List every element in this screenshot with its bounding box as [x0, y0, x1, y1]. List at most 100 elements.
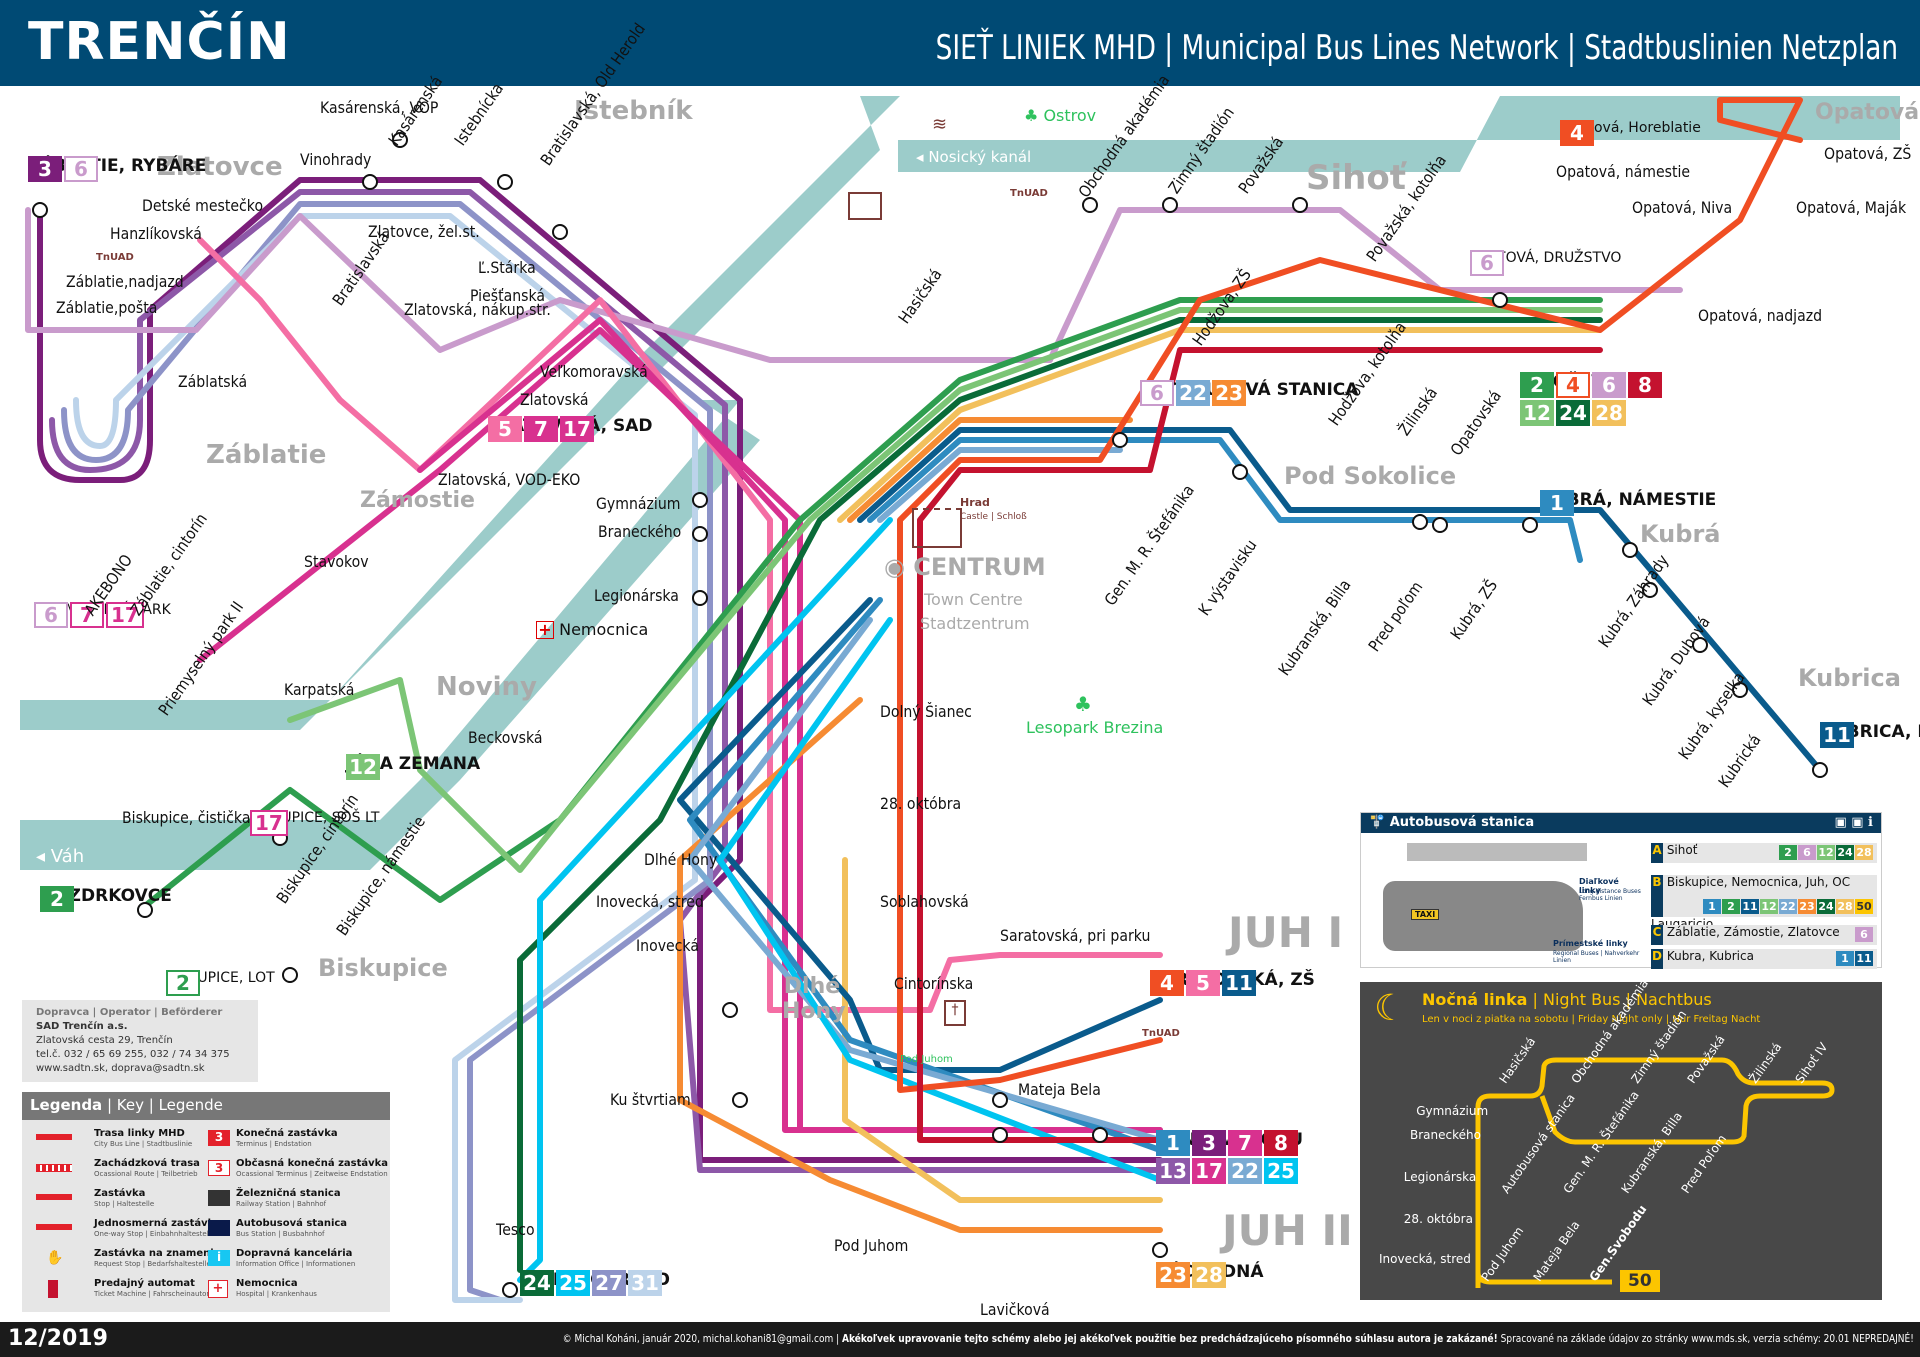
- line-badge-23[interactable]: 23: [1156, 1262, 1190, 1288]
- line-badge-6[interactable]: 6: [34, 602, 68, 628]
- stop-label[interactable]: Legionárska: [594, 586, 679, 605]
- line-badge-50[interactable]: 50: [1855, 899, 1873, 914]
- line-badge-4[interactable]: 4: [1560, 120, 1594, 146]
- stop-label[interactable]: Hanzlíkovská: [110, 224, 202, 243]
- line-badge-5[interactable]: 5: [488, 416, 522, 442]
- line-badge-24[interactable]: 24: [1836, 845, 1854, 860]
- terminal[interactable]: VÝCHODNÁ2328: [1156, 1262, 1264, 1288]
- stop-label[interactable]: Braneckého: [598, 522, 682, 541]
- stop-label[interactable]: Pod Juhom: [834, 1236, 909, 1255]
- line-badge-5[interactable]: 5: [1186, 970, 1220, 996]
- line-badge-28[interactable]: 28: [1836, 899, 1854, 914]
- line-badge-1[interactable]: 1: [1703, 899, 1721, 914]
- line-badge-17[interactable]: 17: [1192, 1158, 1226, 1184]
- operator-web[interactable]: www.sadtn.sk, doprava@sadtn.sk: [36, 1063, 205, 1074]
- line-badge-25[interactable]: 25: [556, 1270, 590, 1296]
- line-badge-3[interactable]: 3: [28, 156, 62, 182]
- line-badge-17[interactable]: 17: [560, 416, 594, 442]
- line-badge-12[interactable]: 12: [1760, 899, 1778, 914]
- stop-label[interactable]: Piešťanská: [470, 286, 546, 305]
- stop-label[interactable]: Stavokov: [304, 552, 369, 571]
- line-badge-3[interactable]: 3: [1192, 1130, 1226, 1156]
- stop-label[interactable]: Záblatie,nadjazd: [66, 272, 184, 291]
- line-badge-31[interactable]: 31: [628, 1270, 662, 1296]
- line-badge-28[interactable]: 28: [1592, 400, 1626, 426]
- line-badge-2[interactable]: 2: [166, 970, 200, 996]
- stop-label[interactable]: Karpatská: [284, 680, 355, 699]
- stop-label[interactable]: Kasárenská, VOP: [320, 98, 439, 117]
- line-badge-23[interactable]: 23: [1212, 380, 1246, 406]
- line-badge-27[interactable]: 27: [592, 1270, 626, 1296]
- stop-label[interactable]: Veľkomoravská: [540, 362, 648, 381]
- line-badge-24[interactable]: 24: [1556, 400, 1590, 426]
- line-badge-6[interactable]: 6: [1592, 372, 1626, 398]
- stop-label[interactable]: Detské mestečko: [142, 196, 264, 215]
- line-badge-1[interactable]: 1: [1836, 951, 1854, 966]
- line-badge-12[interactable]: 12: [1817, 845, 1835, 860]
- stop-label[interactable]: Mateja Bela: [1018, 1080, 1101, 1099]
- stop-label[interactable]: Zlatovská, nákup.str.: [404, 300, 551, 319]
- line-badge-4[interactable]: 4: [1556, 372, 1590, 398]
- stop-label[interactable]: Vinohrady: [300, 150, 372, 169]
- line-badge-28[interactable]: 28: [1855, 845, 1873, 860]
- line-badge-17[interactable]: 17: [250, 810, 288, 836]
- stop-label[interactable]: Dlhé Hony: [644, 850, 718, 869]
- line-badge-7[interactable]: 7: [70, 602, 104, 628]
- line-badge-2[interactable]: 2: [1520, 372, 1554, 398]
- line-badge-2[interactable]: 2: [40, 886, 74, 912]
- stop-label[interactable]: Tesco: [496, 1220, 535, 1239]
- line-badge-12[interactable]: 12: [346, 754, 380, 780]
- line-badge-12[interactable]: 12: [1520, 400, 1554, 426]
- line-badge-6[interactable]: 6: [64, 156, 98, 182]
- stop-label[interactable]: Opatová, Maják: [1796, 198, 1907, 217]
- line-badge-7[interactable]: 7: [524, 416, 558, 442]
- line-badge-11[interactable]: 11: [1741, 899, 1759, 914]
- stop-label[interactable]: Dolný Šianec: [880, 702, 972, 721]
- stop-label[interactable]: Zlatovská: [520, 390, 589, 409]
- line-badge-6[interactable]: 6: [1470, 250, 1504, 276]
- line-badge-25[interactable]: 25: [1264, 1158, 1298, 1184]
- line-badge-13[interactable]: 13: [1156, 1158, 1190, 1184]
- line-badge-24[interactable]: 24: [520, 1270, 554, 1296]
- stop-label[interactable]: Záblatská: [178, 372, 248, 391]
- stop-label[interactable]: Gymnázium: [596, 494, 681, 513]
- line-badge-6[interactable]: 6: [1140, 380, 1174, 406]
- stop-label[interactable]: Záblatie,pošta: [56, 298, 158, 317]
- line-badge-8[interactable]: 8: [1628, 372, 1662, 398]
- stop-label[interactable]: Cintorínska: [894, 974, 974, 993]
- terminal[interactable]: GEN. SVOBODU137813172225: [1156, 1130, 1306, 1184]
- stop-label[interactable]: Zlatovská, VOD-EKO: [438, 470, 581, 489]
- stop-label[interactable]: 28. októbra: [880, 794, 962, 813]
- stop-label[interactable]: Opatová, Niva: [1632, 198, 1733, 217]
- terminal[interactable]: OC LAUGARICIO24252731: [520, 1270, 670, 1296]
- stop-label[interactable]: Lavičková: [980, 1300, 1050, 1319]
- line-badge-4[interactable]: 4: [1150, 970, 1184, 996]
- stop-label[interactable]: Inovecká: [636, 936, 699, 955]
- line-badge-8[interactable]: 8: [1264, 1130, 1298, 1156]
- stop-label[interactable]: Opatová, námestie: [1556, 162, 1691, 181]
- stop-label[interactable]: Soblahovská: [880, 892, 969, 911]
- line-badge-11[interactable]: 11: [1855, 951, 1873, 966]
- line-badge-22[interactable]: 22: [1176, 380, 1210, 406]
- line-badge-2[interactable]: 2: [1722, 899, 1740, 914]
- stop-label[interactable]: Zlatovce, žel.st.: [368, 222, 480, 241]
- line-badge-1[interactable]: 1: [1540, 490, 1574, 516]
- line-badge-7[interactable]: 7: [1228, 1130, 1262, 1156]
- stop-label[interactable]: Opatová, nadjazd: [1698, 306, 1823, 325]
- stop-label[interactable]: Saratovská, pri parku: [1000, 926, 1151, 945]
- terminal[interactable]: KUBRICA, NÁMESTIE11: [1820, 722, 1920, 748]
- line-badge-24[interactable]: 24: [1817, 899, 1835, 914]
- line-badge-22[interactable]: 22: [1228, 1158, 1262, 1184]
- line-badge-11[interactable]: 11: [1222, 970, 1256, 996]
- stop-label[interactable]: Opatová, ZŠ: [1824, 144, 1912, 163]
